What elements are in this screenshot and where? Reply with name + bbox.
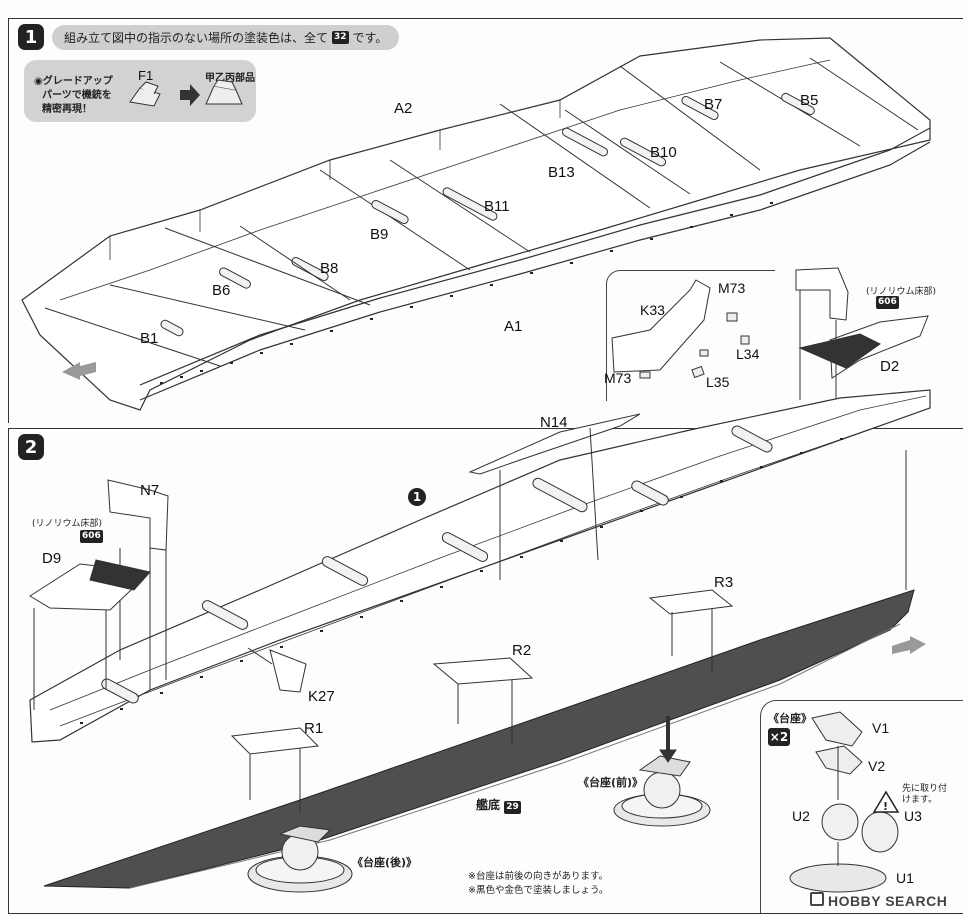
step1-beams xyxy=(44,57,919,367)
stand-rear-label: 《台座(後)》 xyxy=(352,856,418,869)
small-parts xyxy=(639,312,750,379)
label-b13: B13 xyxy=(548,164,575,181)
label-r3: R3 xyxy=(714,574,734,591)
caution-icon xyxy=(872,790,900,813)
label-u2: U2 xyxy=(792,808,810,824)
n7-part xyxy=(107,479,169,551)
label-b5: B5 xyxy=(800,92,819,109)
watermark-text: HOBBY SEARCH xyxy=(828,893,948,909)
watermark-icon xyxy=(810,892,824,906)
label-v2: V2 xyxy=(868,758,886,774)
label-b11: B11 xyxy=(484,198,510,215)
hull-label: 艦底 29 xyxy=(476,796,521,814)
upgrade-line3: 精密再現！ xyxy=(42,104,92,115)
label-b6: B6 xyxy=(212,282,231,299)
label-b7: B7 xyxy=(704,96,723,113)
label-k33: K33 xyxy=(640,302,665,318)
label-b1: B1 xyxy=(140,330,159,347)
caution-text: 先に取り付けます。 xyxy=(902,784,948,805)
part-label-kouotsuhei: 甲乙丙部品 xyxy=(205,73,255,84)
front-stand xyxy=(613,716,711,827)
bow-direction-arrow xyxy=(62,362,96,380)
label-l34: L34 xyxy=(736,346,760,362)
label-u3: U3 xyxy=(904,808,922,824)
hull-label-text: 艦底 xyxy=(476,798,501,812)
stand-front-label: 《台座(前)》 xyxy=(578,776,644,789)
label-u1: U1 xyxy=(896,870,914,886)
stand-box-parts xyxy=(789,711,899,893)
label-a2: A2 xyxy=(394,100,413,117)
step2-frame xyxy=(8,428,963,914)
note-2: ※黒色や金色で塗装しましょう。 xyxy=(468,885,609,896)
label-d2: D2 xyxy=(880,358,900,375)
step1-inset-box xyxy=(606,270,775,401)
label-r2: R2 xyxy=(512,642,532,659)
d9-part xyxy=(29,559,152,611)
step2-portholes xyxy=(80,438,843,724)
f1-part-icon xyxy=(129,81,161,107)
linoleum-code-1: 606 xyxy=(876,296,899,309)
color-code-badge: 32 xyxy=(332,31,349,44)
label-r1: R1 xyxy=(304,720,324,737)
note-1: ※台座は前後の向きがあります。 xyxy=(468,871,609,882)
upgrade-line1: ◉グレードアップ xyxy=(34,76,113,87)
label-n7: N7 xyxy=(140,482,160,499)
label-a1: A1 xyxy=(504,318,523,335)
rear-stand xyxy=(247,825,353,893)
step1-instruction: 組み立て図中の指示のない場所の塗装色は、全て 32 です。 xyxy=(52,25,400,50)
watermark: HOBBY SEARCH xyxy=(810,892,947,909)
hull-color-code: 29 xyxy=(504,801,521,814)
instruction-text: 組み立て図中の指示のない場所の塗装色は、全て xyxy=(64,31,329,45)
stand-box-title: 《台座》 xyxy=(768,712,812,725)
r-plates xyxy=(230,589,734,755)
svg-text:!: ! xyxy=(883,800,888,813)
stand-box-qty: ×2 xyxy=(768,728,790,746)
stand-detail-box xyxy=(760,700,963,913)
stern-direction-arrow xyxy=(892,636,926,654)
label-l35: L35 xyxy=(706,374,730,390)
step1-portholes xyxy=(160,202,773,384)
bridge-part xyxy=(795,267,849,420)
instruction-suffix: です。 xyxy=(352,31,388,45)
label-b9: B9 xyxy=(370,226,389,243)
label-n14: N14 xyxy=(540,414,568,431)
arrow-right-icon xyxy=(180,84,200,106)
d2-deck-piece xyxy=(798,315,929,379)
kouotsuhei-part-icon xyxy=(205,79,243,105)
k33-part xyxy=(611,279,711,373)
linoleum-code-2: 606 xyxy=(80,530,103,543)
label-m73-top: M73 xyxy=(718,280,746,296)
step1-badge: 1 xyxy=(18,24,44,50)
label-m73-bottom: M73 xyxy=(604,370,632,386)
ref-step1-badge: 1 xyxy=(408,488,426,506)
upgrade-line2: パーツで機銃を xyxy=(42,90,112,101)
step2-badge: 2 xyxy=(18,434,44,460)
step1-frame xyxy=(8,18,963,423)
linoleum-note-2: (リノリウム床部) xyxy=(32,519,103,529)
n14-part xyxy=(468,413,641,475)
linoleum-note-1: (リノリウム床部) xyxy=(866,287,937,297)
label-b8: B8 xyxy=(320,260,339,277)
label-d9: D9 xyxy=(42,550,62,567)
k27-part xyxy=(269,649,307,693)
label-k27: K27 xyxy=(308,688,335,705)
label-b10: B10 xyxy=(650,144,677,161)
part-label-f1: F1 xyxy=(138,68,154,83)
step2-cross-beams xyxy=(101,425,773,704)
label-v1: V1 xyxy=(872,720,890,736)
step2-hull xyxy=(29,389,931,743)
